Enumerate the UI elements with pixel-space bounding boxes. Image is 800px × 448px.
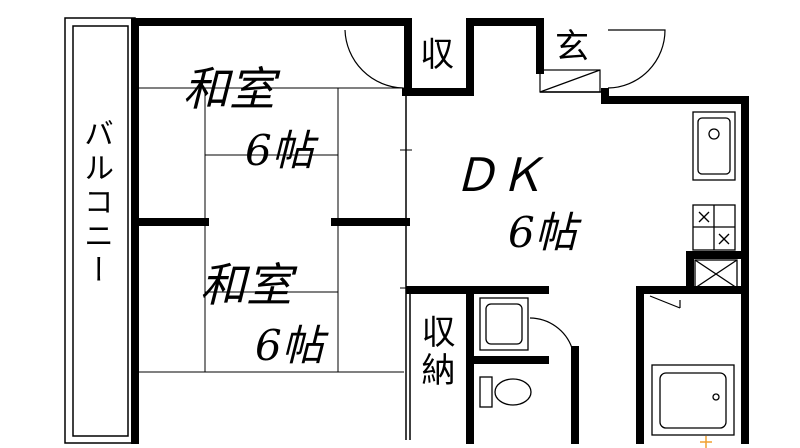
bathtub-icon bbox=[651, 364, 735, 436]
balcony-label: バルコニー bbox=[78, 118, 113, 288]
room-name-washitsu-upper: 和室 bbox=[183, 62, 275, 116]
entrance-label: 玄 bbox=[555, 27, 589, 67]
room-size-dk: 6帖 bbox=[508, 208, 577, 257]
door-swings bbox=[344, 29, 666, 349]
stove-icon bbox=[692, 204, 736, 251]
room-size-washitsu-lower: 6帖 bbox=[255, 321, 324, 370]
washbasin-icon bbox=[479, 297, 529, 351]
bath-door bbox=[649, 295, 681, 309]
room-size-washitsu-upper: 6帖 bbox=[245, 126, 314, 175]
room-name-washitsu-lower: 和室 bbox=[200, 258, 292, 312]
toilet-icon bbox=[479, 376, 532, 408]
storage-label: 収納 bbox=[415, 314, 455, 390]
tatami-lines bbox=[139, 87, 412, 373]
closet-box bbox=[539, 69, 601, 93]
corner-marker bbox=[700, 436, 712, 448]
walls bbox=[131, 18, 749, 444]
closet-label: 収 bbox=[420, 35, 454, 75]
sink-icon bbox=[692, 111, 736, 181]
laundry-box bbox=[694, 259, 738, 289]
room-name-dk: ＤＫ bbox=[452, 148, 544, 202]
